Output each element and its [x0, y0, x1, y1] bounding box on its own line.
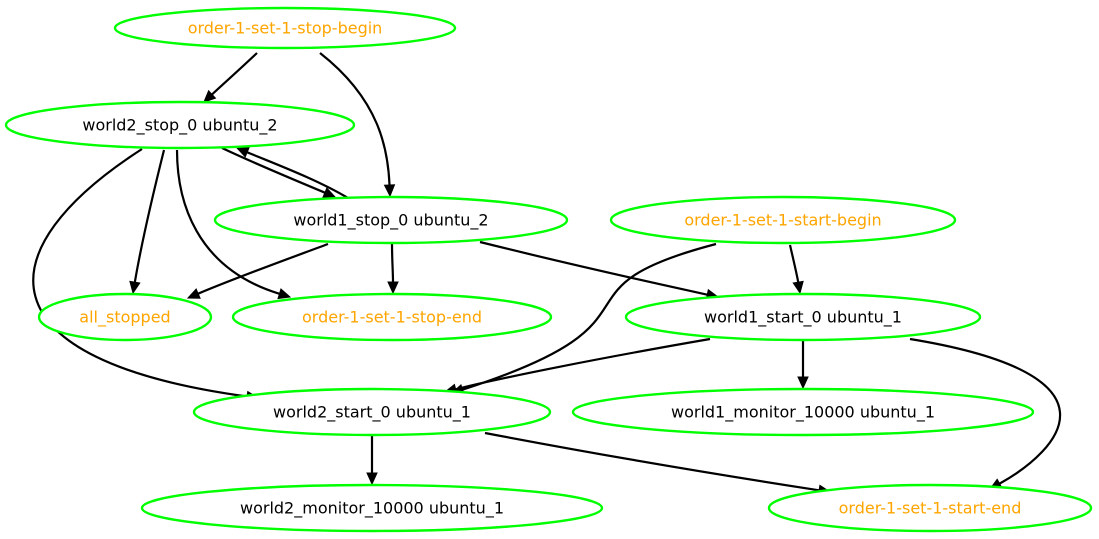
node-w1-stop: world1_stop_0 ubuntu_2 — [213, 195, 569, 245]
edge-w1-stop-to-w1-start — [479, 240, 720, 301]
node-ellipse — [113, 6, 457, 50]
edge-w2-stop-to-w1-stop — [221, 147, 337, 198]
node-label: world2_start_0 ubuntu_1 — [273, 403, 471, 423]
nodes-layer: order-1-set-1-stop-begin world2_stop_0 ub… — [4, 6, 1093, 533]
node-label: order-1-set-1-start-end — [839, 499, 1022, 518]
node-stop-begin: order-1-set-1-stop-begin — [113, 6, 457, 50]
edge-line — [175, 149, 280, 295]
node-label: order-1-set-1-start-begin — [684, 211, 881, 230]
arrowhead — [387, 281, 399, 295]
arrowhead — [235, 147, 250, 158]
edge-w2-start-to-start-end — [484, 431, 832, 496]
node-label: world2_monitor_10000 ubuntu_1 — [240, 499, 504, 519]
arrowhead — [186, 288, 201, 299]
node-ellipse — [624, 292, 982, 342]
arrowhead — [366, 472, 378, 486]
edge-line — [197, 242, 329, 295]
edge-w1-stop-to-w2-stop — [235, 147, 349, 199]
edge-w2-stop-to-all-stopped — [129, 149, 166, 295]
edge-line — [479, 240, 708, 296]
arrowhead — [797, 376, 809, 390]
node-label: world1_stop_0 ubuntu_2 — [293, 211, 488, 231]
node-ellipse — [571, 387, 1035, 437]
edge-w2-start-to-w2-monitor — [366, 436, 378, 486]
node-w2-stop: world2_stop_0 ubuntu_2 — [4, 100, 356, 150]
edge-w1-stop-to-stop-end — [387, 243, 399, 295]
edge-start-begin-to-w1-start — [788, 244, 804, 295]
edges-layer — [32, 52, 1062, 496]
arrowhead — [792, 280, 804, 295]
edge-line — [246, 151, 349, 199]
node-ellipse — [37, 292, 213, 342]
edge-w1-stop-to-all-stopped — [186, 242, 329, 299]
arrowhead — [203, 89, 217, 103]
node-ellipse — [767, 483, 1093, 533]
edge-w1-start-to-w2-start — [443, 337, 711, 395]
node-stop-end: order-1-set-1-stop-end — [231, 292, 553, 342]
node-start-begin: order-1-set-1-start-begin — [609, 195, 957, 245]
node-ellipse — [4, 100, 356, 150]
node-label: world1_monitor_10000 ubuntu_1 — [671, 403, 935, 423]
arrowhead — [322, 187, 337, 198]
node-label: world1_start_0 ubuntu_1 — [704, 308, 902, 328]
edge-line — [32, 148, 248, 398]
edge-w2-stop-to-w2-start — [32, 148, 260, 403]
node-start-end: order-1-set-1-start-end — [767, 483, 1093, 533]
edge-line — [788, 244, 800, 283]
edge-stop-begin-to-w1-stop — [319, 52, 396, 198]
edge-line — [221, 147, 326, 194]
edge-w1-start-to-w1-monitor — [797, 341, 809, 390]
edge-line — [133, 149, 166, 283]
node-w2-monitor: world2_monitor_10000 ubuntu_1 — [140, 483, 604, 533]
edge-line — [455, 337, 711, 391]
node-ellipse — [213, 195, 569, 245]
node-all-stopped: all_stopped — [37, 292, 213, 342]
arrowhead — [129, 280, 141, 295]
edge-line — [211, 52, 258, 96]
node-ellipse — [609, 195, 957, 245]
node-ellipse — [231, 292, 553, 342]
node-w1-start: world1_start_0 ubuntu_1 — [624, 292, 982, 342]
edge-line — [390, 243, 395, 283]
edge-line — [319, 52, 391, 186]
edge-stop-begin-to-w2-stop — [203, 52, 258, 103]
edge-line — [462, 242, 717, 391]
edge-line — [484, 431, 820, 492]
node-label: order-1-set-1-stop-begin — [188, 19, 383, 38]
node-ellipse — [192, 387, 552, 437]
edge-line — [909, 337, 1062, 485]
node-label: world2_stop_0 ubuntu_2 — [82, 116, 277, 136]
node-w2-start: world2_start_0 ubuntu_1 — [192, 387, 552, 437]
node-ellipse — [140, 483, 604, 533]
node-w1-monitor: world1_monitor_10000 ubuntu_1 — [571, 387, 1035, 437]
arrowhead — [277, 288, 292, 300]
node-label: all_stopped — [79, 308, 170, 328]
edge-w2-stop-to-stop-end — [175, 149, 292, 300]
arrowhead — [383, 184, 396, 198]
node-label: order-1-set-1-stop-end — [302, 308, 482, 327]
